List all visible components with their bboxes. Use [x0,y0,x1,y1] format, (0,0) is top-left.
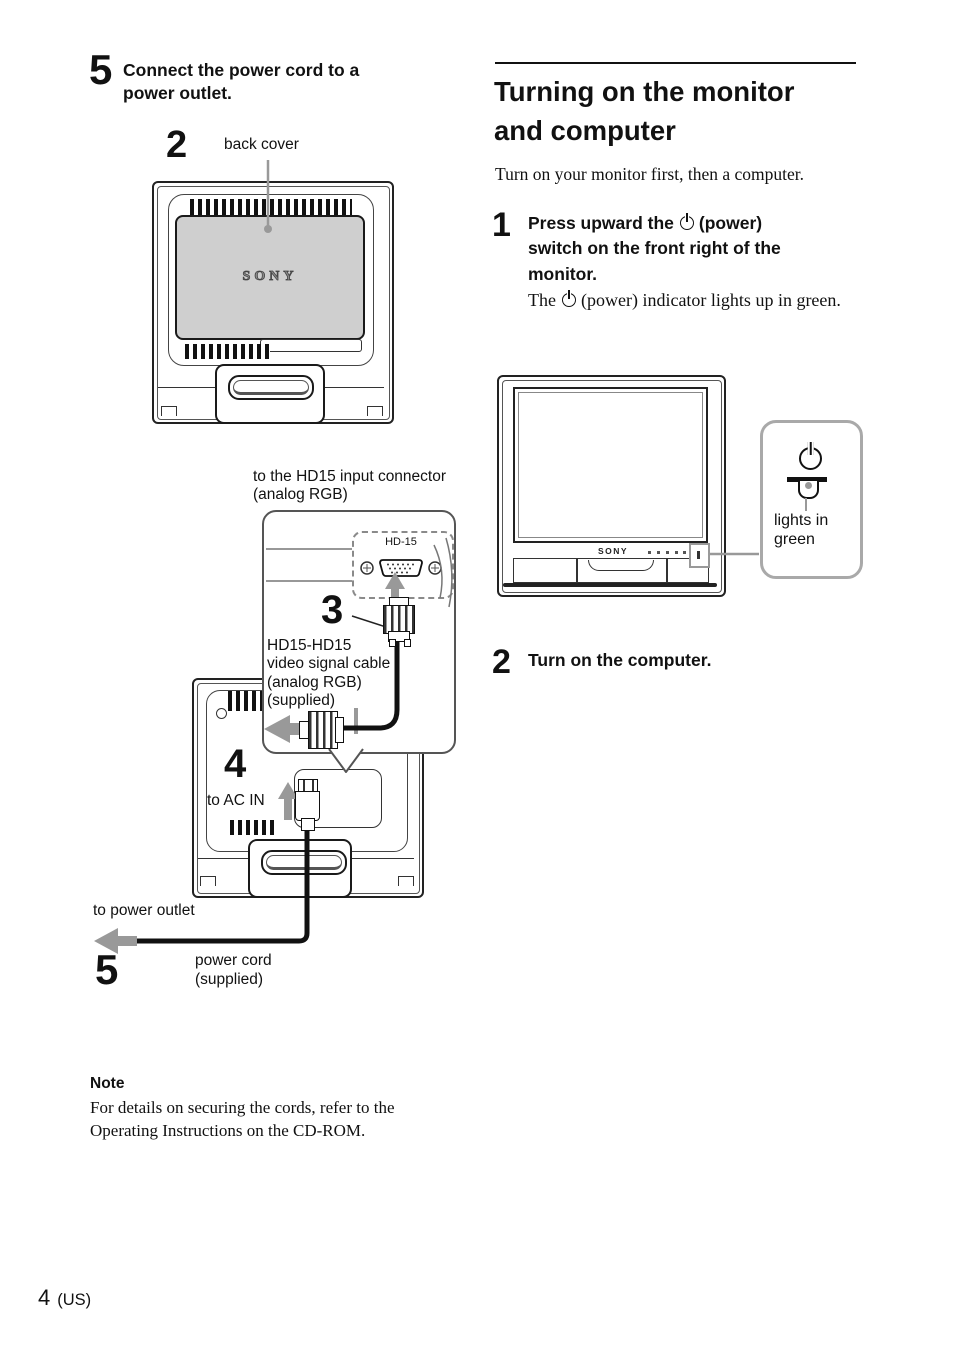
monitor-back-plate [260,339,362,352]
monitor-stand [215,364,325,424]
power-cord-label-line: (supplied) [195,970,264,988]
monitor-bottom-vents [185,344,270,359]
sony-logo-back: SONY [242,269,298,285]
monitor-foot [200,876,216,886]
note-body: For details on securing the cords, refer… [90,1098,395,1141]
sony-logo-front: SONY [598,546,629,556]
note-title: Note [90,1075,125,1092]
power-switch-bar-icon [787,477,827,482]
page-region: (US) [57,1291,92,1309]
power-icon [679,216,694,230]
monitor-top-vents [228,691,270,711]
step-1-label: Press upward the(power) switch on the fr… [528,211,816,287]
back-cover-label: back cover [224,136,299,153]
step-4-number: 4 [224,742,247,786]
power-icon [561,293,576,307]
monitor-base-segment [513,558,577,583]
monitor-base-segment [577,558,667,583]
monitor-frame-inner-line [501,379,722,593]
monitor-foot [367,406,383,416]
step-1-number: 1 [492,206,511,244]
hd15-port-label: HD-15 [385,536,417,548]
section-heading: Turning on the monitor and computer [494,76,795,147]
step-5-number-diagram: 5 [95,946,119,993]
monitor-base-shadow [503,583,717,587]
page-footer: 4 (US) [38,1285,91,1311]
vga-plug2-body [308,711,338,749]
power-switch-highlight [689,543,710,568]
video-cable-label-line: video signal cable [267,655,391,673]
control-button-icon [666,551,669,554]
monitor-top-vents [190,199,352,218]
indicator-callout-box [760,420,863,579]
step-1-label-pre: Press upward the [528,213,674,233]
base-notch [588,560,654,571]
video-cable-label-line: (supplied) [267,691,336,709]
control-button-icon [657,551,660,554]
video-cable-label: HD15-HD15 video signal cable (analog RGB… [267,637,390,710]
vga-plug-foot [404,639,411,647]
step-1-label-post: (power) switch on the front right of the… [528,213,781,284]
step-2-label: Turn on the computer. [528,650,712,670]
monitor-foot [398,876,414,886]
control-button-icon [683,551,686,554]
monitor-foot [161,406,177,416]
ac-in-label: to AC IN [207,792,265,809]
vga-plug-foot [389,639,396,647]
power-cord-label: power cord (supplied) [195,952,272,989]
lights-in-green-line: green [774,530,815,548]
stand-handle-slot [228,375,314,400]
back-cover-panel: SONY [175,215,365,340]
stand-handle-slot-inner [233,380,309,395]
power-outlet-label: to power outlet [93,902,195,919]
power-switch-tab-icon [798,481,819,499]
step-5-number: 5 [89,46,113,93]
step-5-label: Connect the power cord to a power outlet… [123,60,360,104]
step-1-detail-post: (power) indicator lights up in green. [580,290,841,310]
video-cable-label-line: (analog RGB) [267,673,362,691]
section-intro: Turn on your monitor first, then a compu… [495,164,804,184]
monitor-stand [248,839,352,898]
step-2-number-right: 2 [492,643,511,681]
ac-plug-tip [301,818,315,831]
stand-handle-slot [261,850,347,875]
step-3-number: 3 [321,588,344,632]
monitor-base-segment [667,558,709,583]
monitor-screen [513,387,708,543]
screw-icon [216,708,227,719]
control-button-icon [648,551,651,554]
hd15-connector-label-line2: (analog RGB) [253,486,348,503]
power-cord-label-line: power cord [195,952,272,969]
hd15-connector-label-line1: to the HD15 input connector [253,468,447,485]
step-1-detail-pre: The [528,290,556,310]
monitor-bottom-vents [230,820,278,835]
power-switch-icon [697,551,700,559]
section-rule [495,62,856,64]
power-icon [799,447,822,470]
power-indicator-dot [805,482,812,489]
video-cable-label-line: HD15-HD15 [267,637,352,654]
step-2-number: 2 [166,124,188,166]
lights-in-green-line: lights in [774,512,829,529]
ac-plug-body [295,791,320,821]
stand-handle-slot-inner [266,855,342,870]
page-number: 4 [38,1285,51,1310]
control-button-icon [675,551,678,554]
vga-plug-body [383,605,415,634]
vga-plug2-cap [335,717,344,743]
step-1-detail: The (power) indicator lights up in green. [528,288,850,313]
lights-in-green-label: lights in green [774,512,828,550]
